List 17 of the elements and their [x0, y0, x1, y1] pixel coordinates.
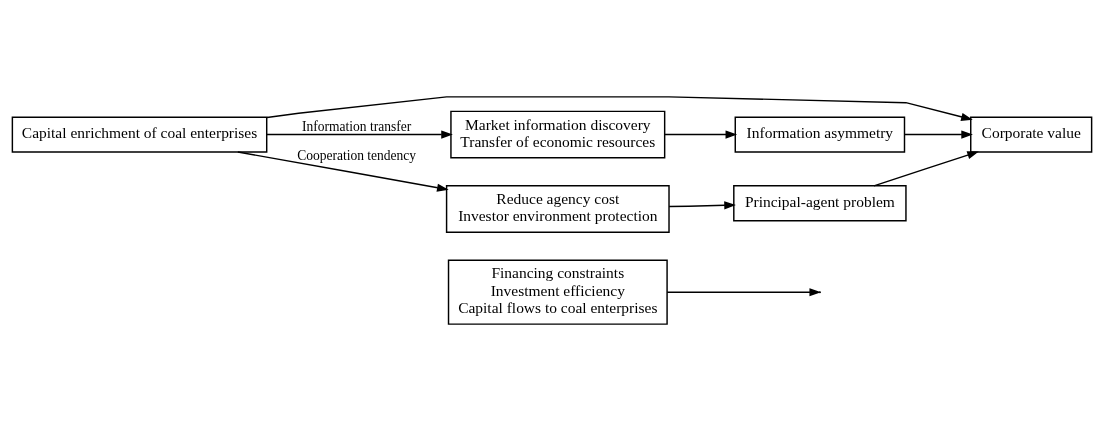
node-box: Information asymmetry	[734, 116, 906, 153]
node-box: Reduce agency cost Investor environment protection	[445, 185, 670, 233]
arrow	[266, 96, 973, 121]
arrow	[666, 288, 822, 297]
arrow	[237, 151, 449, 192]
arrow	[664, 130, 738, 139]
edge-label: Information transfer	[302, 118, 412, 134]
node-box: Corporate value	[970, 116, 1093, 153]
node-box: Capital enrichment of coal enterprises	[11, 116, 268, 153]
arrow	[668, 201, 736, 210]
node-box: Financing constraints Investment efficiency Capital flows to coal enterprises	[447, 259, 668, 325]
node-box: Market information discovery Transfer of economic resources	[450, 110, 666, 159]
edge-label: Cooperation tendency	[297, 147, 417, 163]
arrow	[873, 151, 979, 187]
arrow	[904, 130, 973, 139]
node-box: Principal-agent problem	[733, 185, 907, 222]
arrow	[266, 130, 453, 139]
